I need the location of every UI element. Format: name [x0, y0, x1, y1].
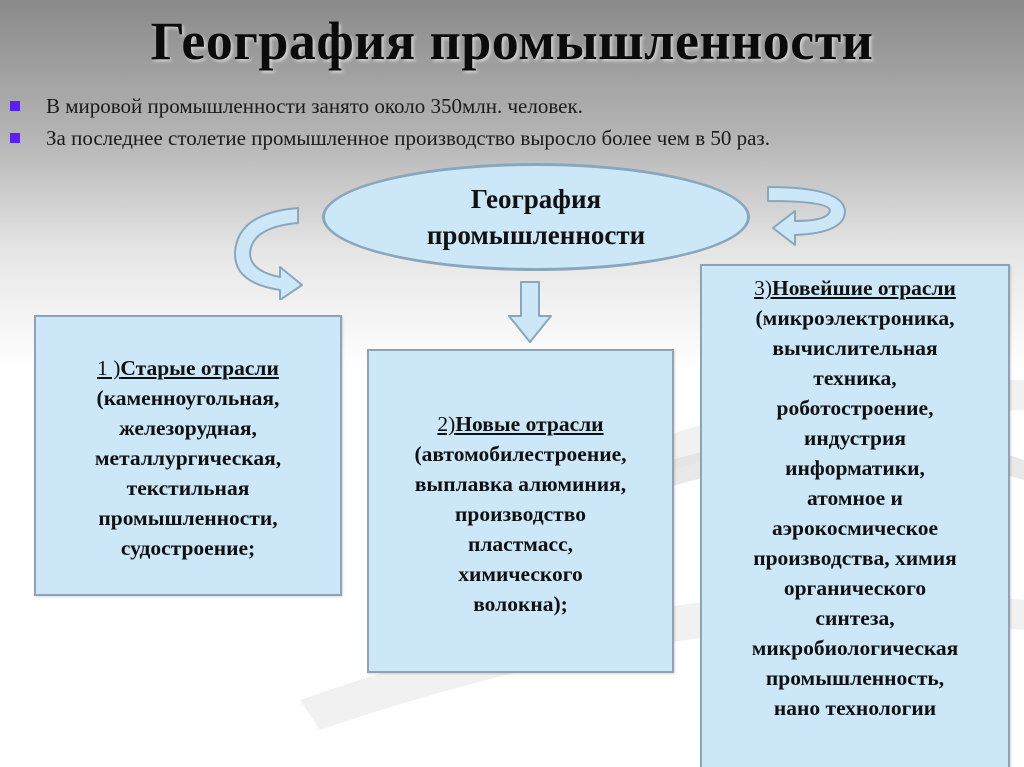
box-line: выплавка алюминия,	[414, 472, 627, 496]
box-line: органического	[783, 576, 927, 600]
curved-arrow-left-icon	[233, 207, 303, 300]
box-heading: 1 )Старые отрасли	[97, 356, 279, 380]
box-line: текстильная	[126, 476, 250, 500]
box-line: индустрия	[803, 426, 907, 450]
box-line: железорудная,	[119, 416, 257, 440]
newest-industries-box: 3)Новейшие отрасли (микроэлектроника, вы…	[700, 264, 1010, 767]
box-line: аэрокосмическое	[771, 516, 939, 540]
box-line: промышленность,	[765, 666, 945, 690]
slide-title: География промышленности	[150, 11, 874, 71]
box-line: (автомобилестроение,	[414, 442, 627, 466]
box-line: вычислительная	[772, 336, 938, 360]
box-line: синтеза,	[815, 606, 895, 630]
box-heading: 3)Новейшие отрасли	[754, 276, 956, 300]
bullet-square-icon	[10, 133, 20, 143]
box-line: (каменноугольная,	[96, 386, 280, 410]
box-line: металлургическая,	[94, 446, 282, 470]
box-line: волокна);	[473, 592, 568, 616]
box-line: промышленности,	[98, 506, 278, 530]
center-topic-text: География промышленности	[386, 181, 686, 253]
center-topic-line: География	[470, 184, 602, 214]
bullet-text: В мировой промышленности занято около 35…	[46, 94, 583, 118]
box-line: производства, химия	[753, 546, 957, 570]
center-topic-node: География промышленности	[322, 163, 750, 271]
box-line: атомное и	[807, 486, 903, 510]
bullet-item: За последнее столетие промышленное произ…	[10, 122, 1020, 154]
box-line: (микроэлектроника,	[755, 306, 955, 330]
box-line: информатики,	[785, 456, 925, 480]
down-arrow-icon	[508, 281, 552, 343]
box-line: судостроение;	[120, 536, 256, 560]
old-industries-box: 1 )Старые отрасли (каменноугольная, желе…	[34, 315, 342, 596]
box-line: пластмасс,	[467, 532, 573, 556]
center-topic-line: промышленности	[426, 220, 646, 250]
bullet-list: В мировой промышленности занято около 35…	[10, 90, 1020, 154]
bullet-text: За последнее столетие промышленное произ…	[46, 126, 770, 150]
curved-arrow-right-icon	[767, 186, 846, 246]
box-line: химического	[458, 562, 583, 586]
box-line: микробиологическая	[751, 636, 959, 660]
bullet-item: В мировой промышленности занято около 35…	[10, 90, 1020, 122]
bullet-square-icon	[10, 101, 20, 111]
box-line: нано технологии	[773, 696, 937, 720]
new-industries-box: 2)Новые отрасли (автомобилестроение, вып…	[367, 349, 674, 673]
box-line: техника,	[813, 366, 897, 390]
box-heading: 2)Новые отрасли	[437, 412, 604, 436]
box-line: производство	[455, 502, 586, 526]
box-line: роботостроение,	[776, 396, 934, 420]
